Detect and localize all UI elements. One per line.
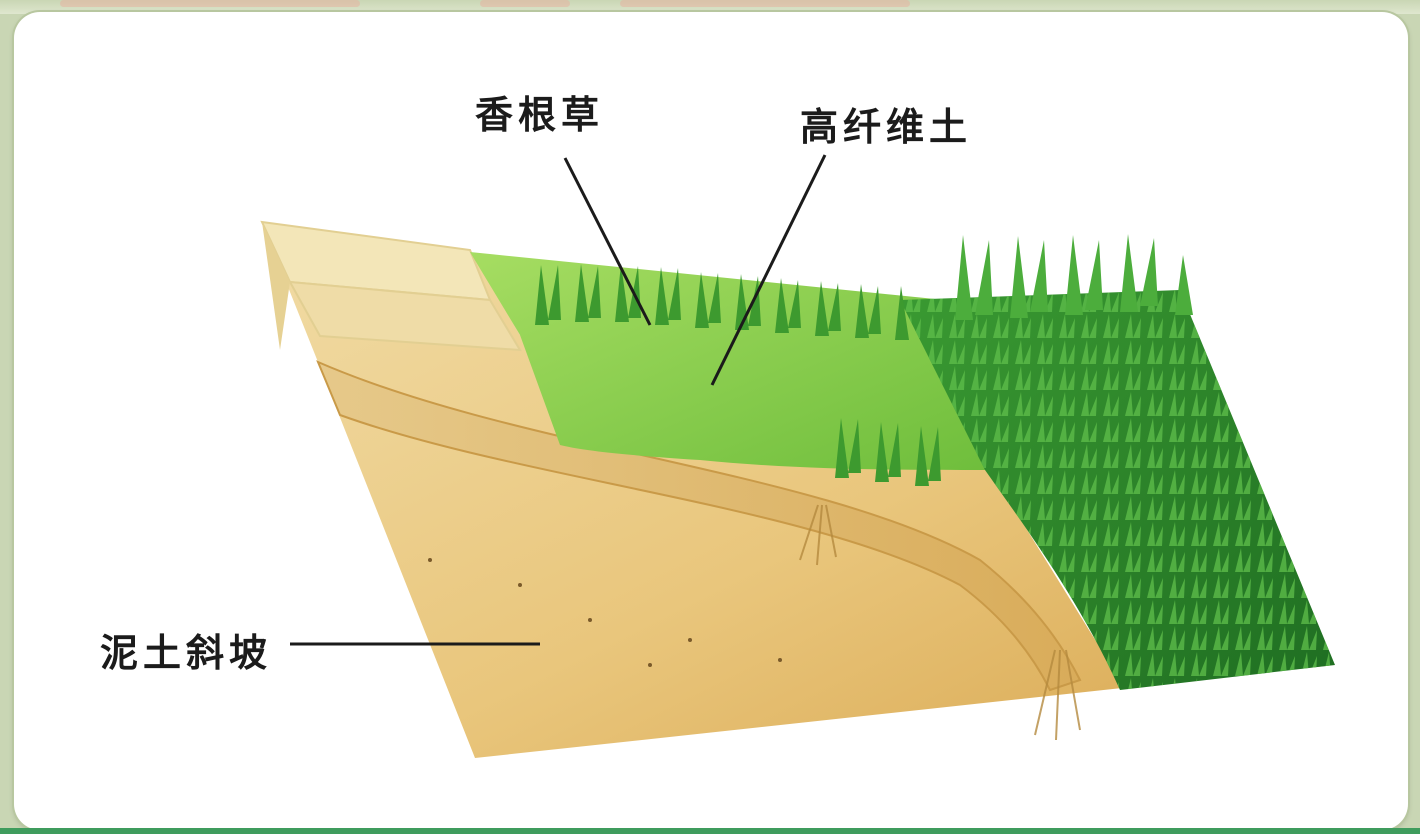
bottom-strip — [0, 828, 1420, 834]
soil-slope-label: 泥土斜坡 — [100, 622, 272, 677]
high-fiber-soil-label: 高纤维土 — [800, 96, 972, 151]
vetiver-label: 香根草 — [475, 84, 604, 139]
